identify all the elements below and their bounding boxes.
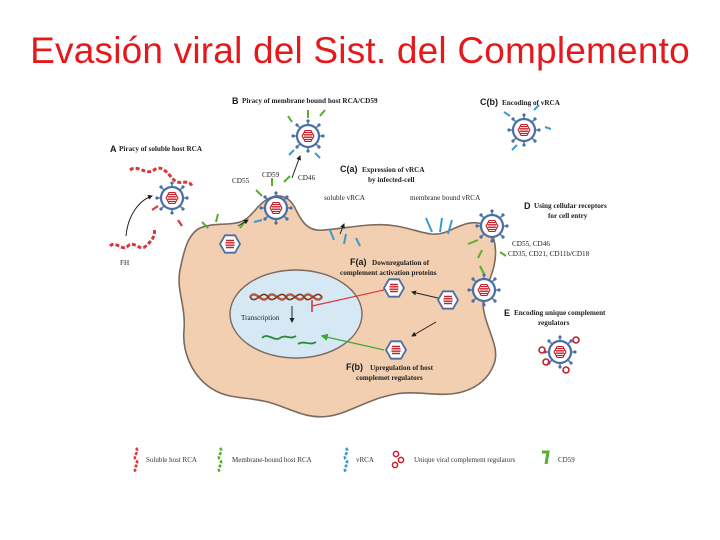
cd46-label: CD46 xyxy=(298,174,316,182)
label-fa-letter: F(a) xyxy=(350,257,367,267)
unique-regulator-icon xyxy=(391,450,405,469)
membrane-rca-icon xyxy=(217,447,223,473)
soluble-rca-chain-2 xyxy=(108,227,156,250)
slide-title: Evasión viral del Sist. del Complemento xyxy=(30,30,690,71)
legend-soluble-rca: Soluble host RCA xyxy=(146,456,197,464)
label-fa-text-2: complement activation proteins xyxy=(340,269,437,277)
virion-budding xyxy=(258,190,294,226)
virion-left-edge xyxy=(219,234,241,254)
mrna-strand xyxy=(261,335,297,340)
cd59-icon xyxy=(542,450,550,465)
label-a-text: Piracy of soluble host RCA xyxy=(119,145,203,153)
d-receptors-2: CD35, CD21, CD11b/CD18 xyxy=(508,250,590,258)
label-e-letter: E xyxy=(504,308,510,318)
virion-fb xyxy=(385,340,407,360)
d-receptors-1: CD55, CD46 xyxy=(512,240,550,248)
soluble-vrca-label: soluble vRCA xyxy=(324,194,366,202)
membrane-vrca-label: membrane bound vRCA xyxy=(410,194,481,202)
label-fb-text-2: complemet regulators xyxy=(356,374,423,382)
label-b-text: Piracy of membrane bound host RCA/CD59 xyxy=(242,97,378,105)
legend: Soluble host RCA Membrane-bound host RCA… xyxy=(133,447,575,473)
label-cb-letter: C(b) xyxy=(480,97,498,107)
label-d-text-2: for cell entry xyxy=(548,212,588,220)
label-a-letter: A xyxy=(110,144,117,154)
soluble-rca-icon xyxy=(133,447,139,473)
soluble-rca-chain xyxy=(129,166,194,187)
nucleus xyxy=(229,269,363,359)
cd59-label: CD59 xyxy=(262,171,280,179)
legend-vrca: vRCA xyxy=(356,456,374,464)
virion-a xyxy=(154,180,190,216)
label-fb-text-1: Upregulation of host xyxy=(370,364,434,372)
label-b-letter: B xyxy=(232,96,239,106)
legend-cd59: CD59 xyxy=(558,456,575,464)
virion-entering xyxy=(466,272,502,308)
label-cb-text: Encoding of vRCA xyxy=(502,99,561,107)
label-e-text-1: Encoding unique complement xyxy=(514,309,606,317)
label-ca-text-1: Expression of vRCA xyxy=(362,166,425,174)
label-fa-text-1: Downregulation of xyxy=(372,259,430,267)
vrca-icon xyxy=(343,447,349,473)
label-d-letter: D xyxy=(524,201,531,211)
virion-fa xyxy=(383,278,405,298)
label-d-text-1: Using cellular receptors xyxy=(534,202,607,210)
fh-label: FH xyxy=(120,259,129,267)
legend-membrane-rca: Membrane-bound host RCA xyxy=(232,456,312,464)
virion-d xyxy=(474,208,510,244)
mrna-strand-2 xyxy=(297,341,317,345)
label-fb-letter: F(b) xyxy=(346,362,363,372)
legend-unique-regulators: Unique viral complement regulators xyxy=(414,456,516,464)
virion-inside xyxy=(437,290,459,310)
virion-b xyxy=(290,118,326,154)
dna-strand-2 xyxy=(249,293,323,301)
label-ca-text-2: by infected-cell xyxy=(368,176,415,184)
transcription-label: Transcription xyxy=(241,314,280,322)
label-ca-letter: C(a) xyxy=(340,164,358,174)
label-e-text-2: regulators xyxy=(538,319,570,327)
cd55-label: CD55 xyxy=(232,177,250,185)
virion-cb xyxy=(506,112,542,148)
